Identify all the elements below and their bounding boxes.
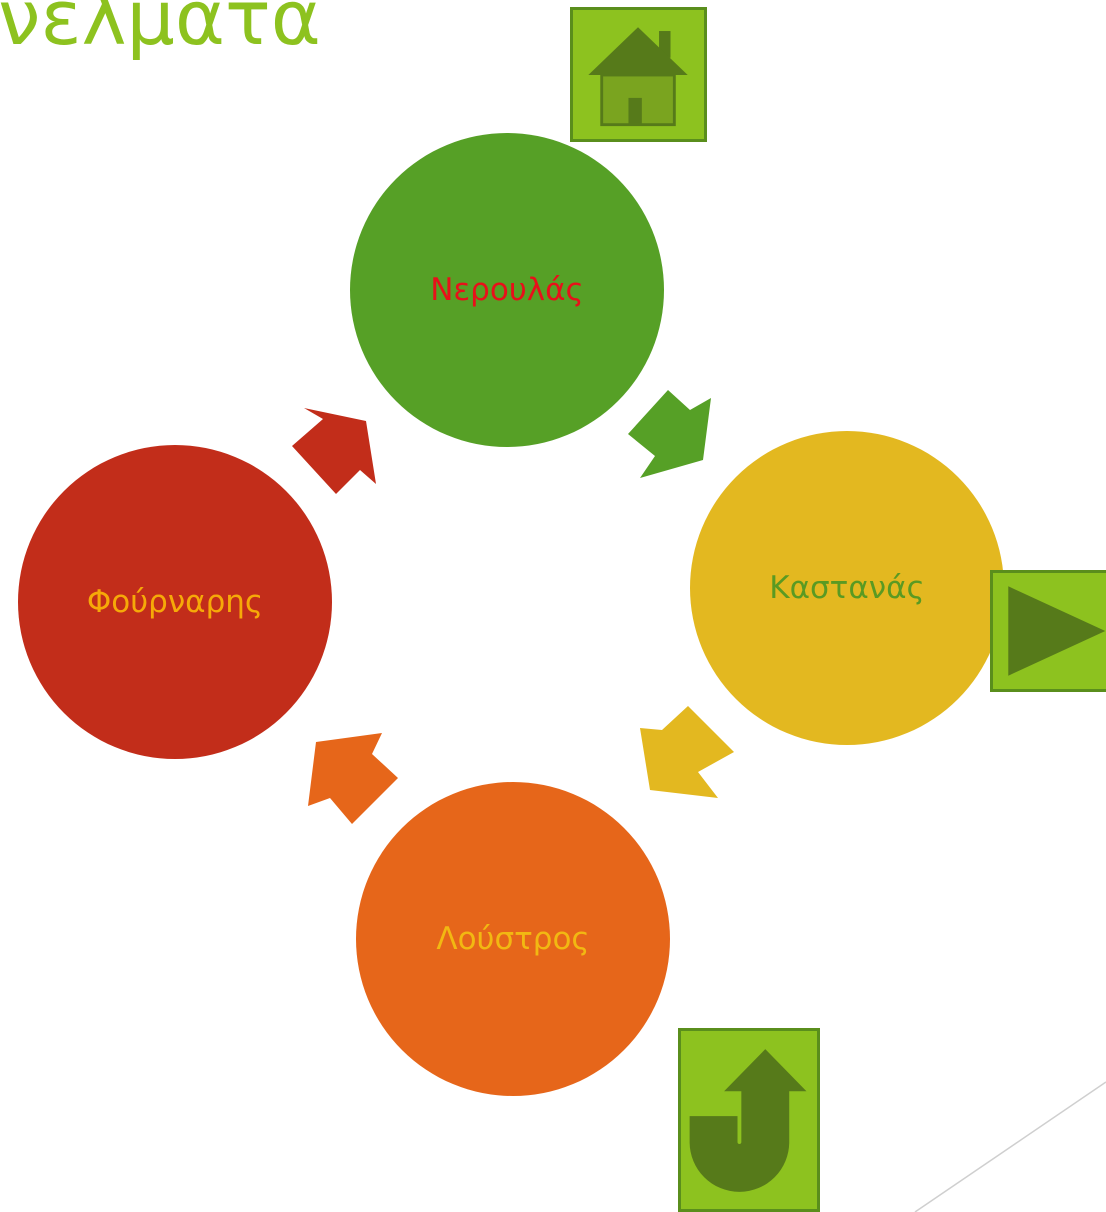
cycle-node-label: Λούστρος (436, 921, 590, 957)
slide-title: νελματα (0, 0, 321, 62)
play-icon (1008, 586, 1106, 676)
next-button[interactable] (990, 570, 1106, 692)
return-icon (689, 1049, 807, 1192)
home-button[interactable] (570, 7, 707, 142)
cycle-node-kastanas: Καστανάς (690, 431, 1004, 745)
cycle-node-label: Καστανάς (769, 570, 925, 606)
cycle-node-loustros: Λούστρος (356, 782, 670, 1096)
cycle-node-label: Φούρναρης (86, 584, 264, 620)
home-icon (588, 27, 688, 127)
cycle-node-nerоulas: Νερουλάς (350, 133, 664, 447)
cycle-node-label: Νερουλάς (430, 272, 584, 308)
cycle-node-fournaris: Φούρναρης (18, 445, 332, 759)
back-button[interactable] (678, 1028, 820, 1212)
